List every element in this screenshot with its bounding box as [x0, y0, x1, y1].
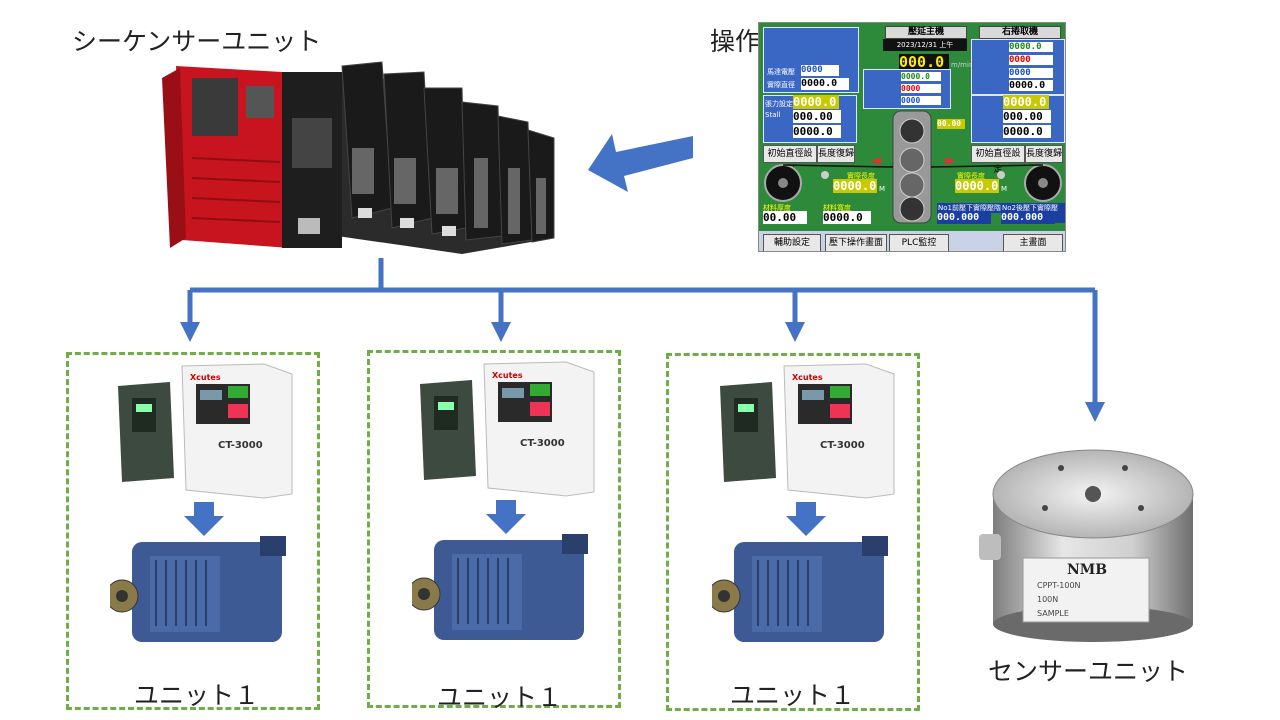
unit-1-drawing: CT-3000 Xcutes	[105, 363, 293, 642]
hmi-left-stall-value: 000.00	[793, 110, 841, 123]
hmi-left-row-value-3: 0000.0	[801, 78, 849, 90]
hmi-screen: 馬達電壓 0000 實際直徑 0000.0 壓延主機 2023/12/31 上午…	[758, 22, 1066, 252]
hmi-center-value-1: 0000	[901, 84, 941, 93]
svg-text:Xcutes: Xcutes	[492, 371, 523, 380]
hmi-right-length-reset-button[interactable]: 長度復歸	[1025, 145, 1063, 163]
hmi-main-button[interactable]: 主畫面	[1003, 234, 1063, 251]
hmi-no2-value: 000.000	[1001, 212, 1055, 224]
unit-3-content: CT-3000 Xcutes	[707, 360, 912, 654]
hmi-title-left: 壓延主機	[885, 26, 967, 39]
hmi-no1-label: No1前壓下實際壓階	[937, 203, 1002, 213]
hmi-right-value-1: 0000	[1009, 55, 1053, 65]
hmi-mat-thick-label: 材料厚度	[763, 204, 791, 212]
hmi-right-value-3: 0000.0	[1009, 80, 1053, 91]
hmi-plc-button[interactable]: PLC監控	[889, 234, 949, 251]
hmi-no1-value: 000.000	[937, 212, 991, 224]
hmi-length-label-right: 實際長度	[957, 172, 985, 180]
hmi-right-init-dia-button[interactable]: 初始直徑設定	[971, 145, 1025, 175]
sensor-brand-text: NMB	[1067, 562, 1107, 578]
hmi-length-unit-right: M	[1001, 185, 1008, 193]
hmi-length-label-left: 實際長度	[847, 172, 875, 180]
hmi-right-stall-value: 000.00	[1003, 110, 1051, 123]
hmi-main-speed: 000.0	[899, 54, 949, 70]
hmi-left-row-label-3: 實際直徑	[767, 81, 795, 89]
hmi-length-left: 0000.0	[833, 179, 877, 193]
sensor-capacity-text: 100N	[1037, 595, 1058, 604]
hmi-mat-width-label: 材料寬度	[823, 204, 851, 212]
hmi-machine-graphic	[764, 110, 1062, 224]
hmi-title-right: 右捲取機	[979, 26, 1061, 39]
hmi-center-small-value: 00.00	[937, 119, 965, 129]
unit-3-drawing: CT-3000 Xcutes	[707, 363, 895, 642]
unit-box-2	[367, 350, 621, 708]
unit-2-drawing: CT-3000 Xcutes	[407, 361, 595, 640]
svg-text:Xcutes: Xcutes	[792, 373, 823, 382]
svg-text:CT-3000: CT-3000	[520, 438, 565, 449]
hmi-left-stall-label: Stall	[765, 111, 781, 119]
plc-image	[162, 61, 555, 254]
sequencer-unit-label: シーケンサーユニット	[72, 27, 322, 56]
hmi-length-right: 0000.0	[955, 179, 999, 193]
sensor-unit-label: センサーユニット	[988, 657, 1189, 686]
hmi-left-tension-value: 0000.0	[793, 95, 839, 109]
unit-2-label: ユニット１	[437, 683, 563, 712]
unit-1-content: CT-3000 Xcutes	[105, 360, 310, 654]
hmi-left-row-value-2: 0000	[801, 65, 839, 76]
hmi-mat-width-value: 0000.0	[823, 211, 871, 224]
hmi-center-value-2: 0000	[901, 96, 941, 105]
hmi-mat-thick-value: 00.00	[763, 211, 807, 224]
load-cell-sensor-image: NMB CPPT-100N 100N SAMPLE	[979, 449, 1194, 642]
hmi-right-init-dia-value: 0000.0	[1003, 125, 1051, 138]
unit-box-3	[666, 353, 920, 711]
sensor-model-text: CPPT-100N	[1037, 581, 1081, 590]
hmi-to-plc-arrow	[588, 134, 693, 192]
unit-2-content: CT-3000 Xcutes	[407, 358, 612, 652]
unit-3-label: ユニット１	[730, 681, 856, 710]
svg-text:Xcutes: Xcutes	[190, 373, 221, 382]
unit-1-model-text: CT-3000	[218, 440, 263, 451]
hmi-center-value-0: 0000.0	[901, 72, 941, 81]
svg-text:CT-3000: CT-3000	[820, 440, 865, 451]
hmi-right-tension-value: 0000.0	[1003, 95, 1049, 109]
unit-box-1	[66, 352, 320, 710]
hmi-left-row-label-2: 馬達電壓	[767, 68, 795, 76]
hmi-length-unit-left: M	[879, 185, 886, 193]
hmi-aux-button[interactable]: 輔助設定	[763, 234, 821, 251]
hmi-right-value-0: 0000.0	[1009, 42, 1053, 52]
hmi-left-tension-label: 張力設定	[765, 100, 793, 108]
hmi-left-init-dia-value: 0000.0	[793, 125, 841, 138]
hmi-press-button[interactable]: 壓下操作畫面	[825, 234, 887, 251]
hmi-right-value-2: 0000	[1009, 68, 1053, 78]
unit-1-label: ユニット１	[134, 681, 260, 710]
hmi-left-length-reset-button[interactable]: 長度復歸	[817, 145, 855, 163]
sensor-sample-text: SAMPLE	[1037, 609, 1069, 618]
hmi-main-speed-unit: m/min	[951, 61, 974, 69]
